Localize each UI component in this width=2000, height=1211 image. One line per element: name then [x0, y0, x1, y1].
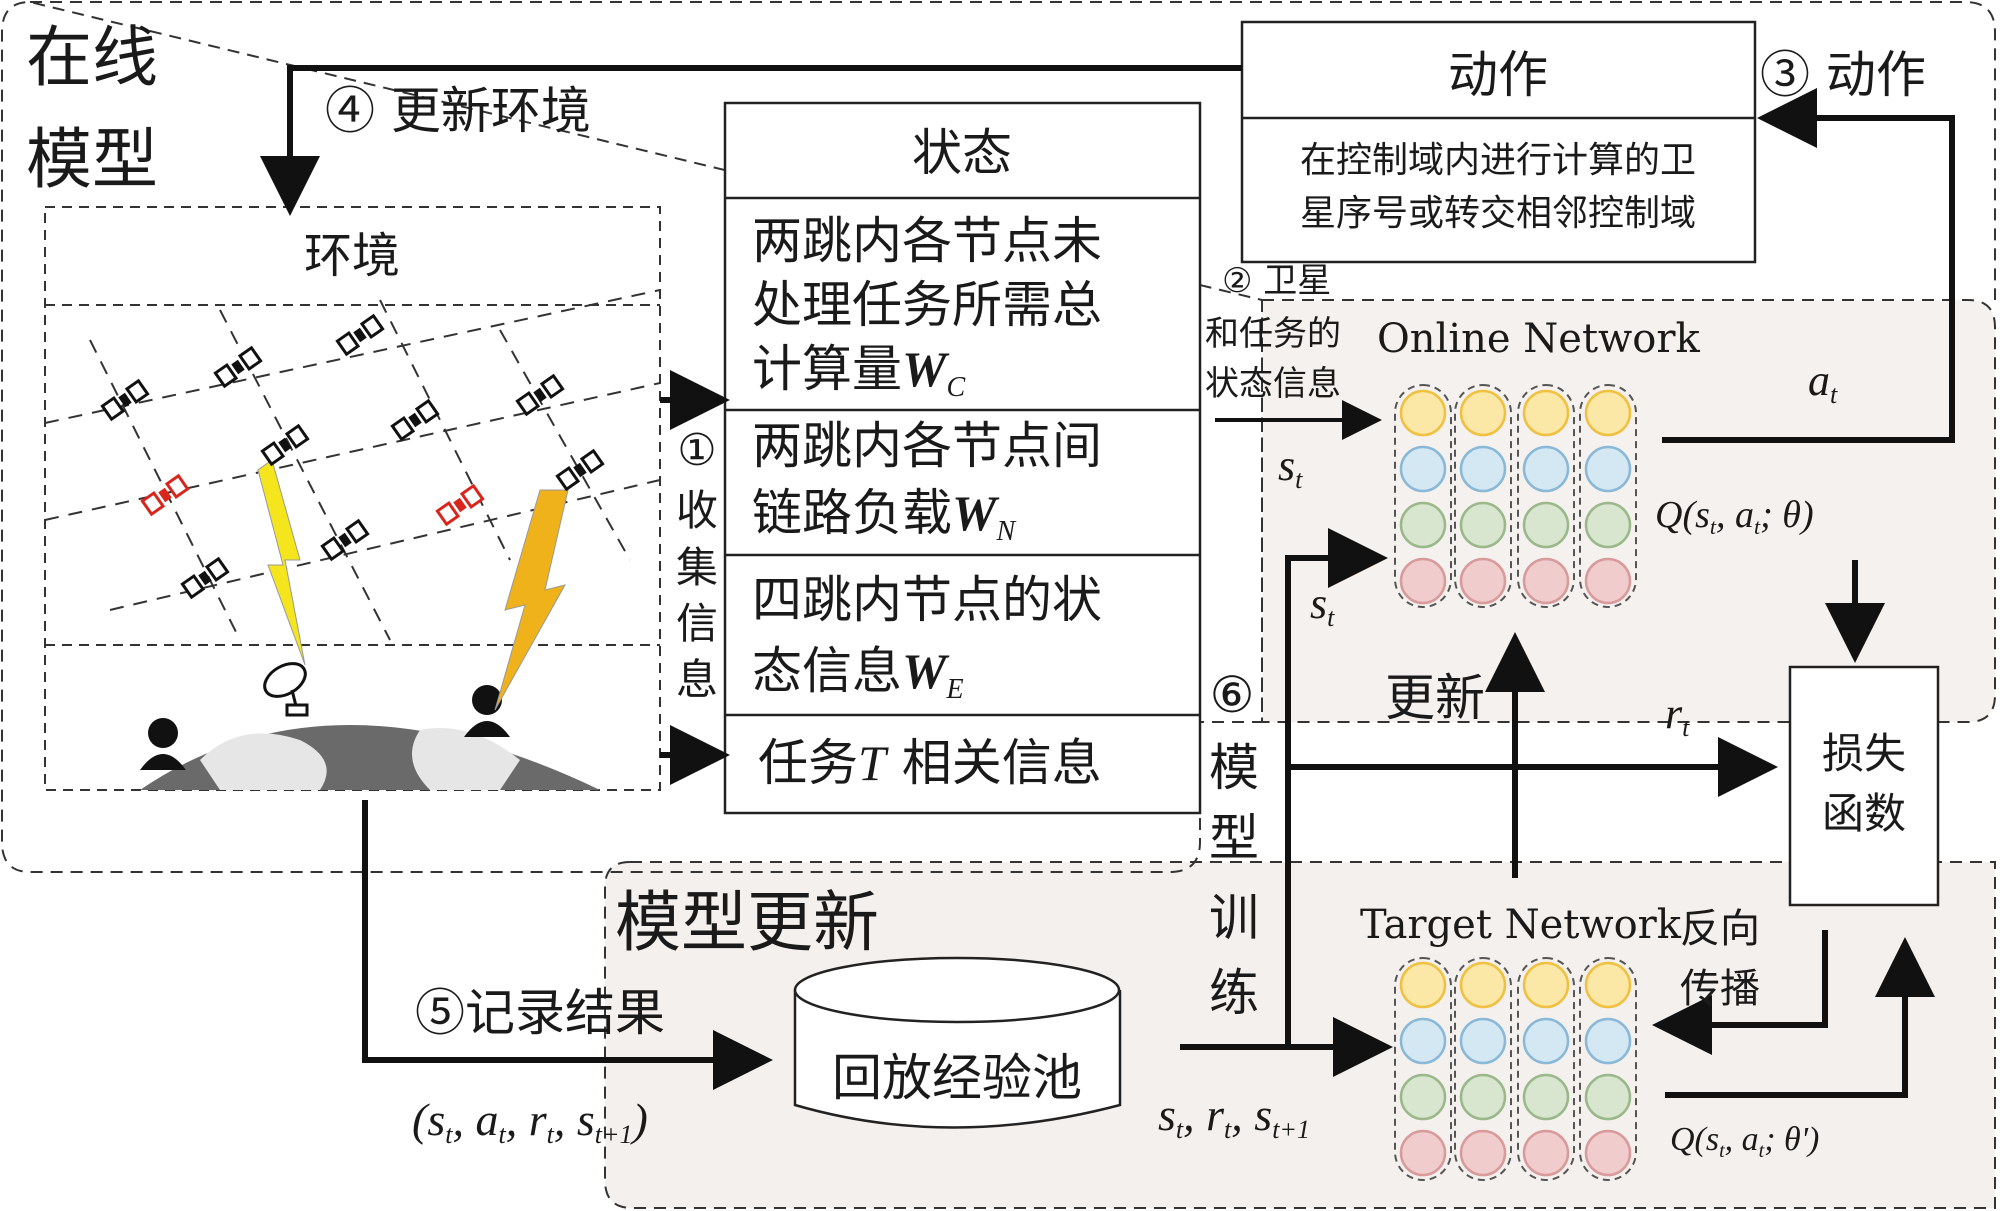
online-network-node — [1401, 559, 1445, 603]
online-network-node — [1586, 559, 1630, 603]
step6-char: 模 — [1209, 739, 1259, 797]
step1-number: ① — [677, 425, 716, 476]
online-model-title-2: 模型 — [26, 121, 158, 198]
online-network-label: Online Network — [1377, 316, 1700, 362]
action-title: 动作 — [1448, 46, 1548, 104]
target-network-node — [1401, 963, 1445, 1007]
online-model-title: 在线 — [26, 19, 158, 96]
step2-label: ② 卫星 — [1222, 261, 1331, 301]
q-online-label: Q(st, at; θ) — [1655, 494, 1814, 539]
online-network-node — [1461, 559, 1505, 603]
state-title: 状态 — [912, 124, 1012, 182]
replay-buffer-label: 回放经验池 — [832, 1049, 1082, 1107]
environment-box — [45, 207, 660, 790]
step5-label: ⑤记录结果 — [415, 984, 665, 1042]
step1-char: 集 — [676, 543, 718, 592]
target-network-node — [1524, 1019, 1568, 1063]
target-network-node — [1461, 1131, 1505, 1175]
online-network-node — [1586, 447, 1630, 491]
step2-line3: 状态信息 — [1205, 364, 1341, 404]
state-row1-line2: 处理任务所需总 — [752, 276, 1102, 334]
step4-label: ④ 更新环境 — [325, 82, 591, 140]
state-row3-line1: 四跳内节点的状 — [752, 571, 1102, 629]
step6-number: ⑥ — [1210, 666, 1255, 724]
online-network-node — [1401, 503, 1445, 547]
target-network-node — [1461, 1019, 1505, 1063]
target-network-label: Target Network — [1360, 902, 1682, 948]
online-network-node — [1524, 559, 1568, 603]
target-network-node — [1401, 1075, 1445, 1119]
target-network-node — [1461, 1075, 1505, 1119]
step2-line2: 和任务的 — [1205, 314, 1341, 354]
backprop-line1: 反向 — [1680, 906, 1760, 952]
backprop-line2: 传播 — [1680, 966, 1760, 1012]
environment-title: 环境 — [304, 228, 400, 284]
model-update-title: 模型更新 — [615, 884, 879, 961]
state-row4: 任务T 相关信息 — [758, 734, 1102, 792]
online-network-node — [1586, 503, 1630, 547]
online-network-node — [1586, 391, 1630, 435]
state-row3-line2: 态信息WE — [752, 642, 964, 705]
loss-line1: 损失 — [1822, 729, 1906, 778]
action-desc-line2: 星序号或转交相邻控制域 — [1300, 193, 1696, 234]
target-network-node — [1586, 1019, 1630, 1063]
state-row1-line1: 两跳内各节点未 — [752, 212, 1102, 270]
target-network-node — [1586, 1075, 1630, 1119]
target-network-node — [1524, 963, 1568, 1007]
online-network-node — [1524, 391, 1568, 435]
online-network-node — [1524, 447, 1568, 491]
target-network-node — [1401, 1131, 1445, 1175]
online-network-node — [1461, 391, 1505, 435]
target-network-node — [1461, 963, 1505, 1007]
state-row1-line3: 计算量WC — [752, 340, 965, 403]
target-network-node — [1586, 963, 1630, 1007]
online-network-node — [1401, 447, 1445, 491]
state-row2-line2: 链路负载WN — [752, 484, 1016, 547]
target-network-node — [1401, 1019, 1445, 1063]
online-network-region — [1262, 300, 1995, 722]
q-target-label: Q(st, at; θ') — [1670, 1121, 1819, 1162]
online-network-node — [1461, 447, 1505, 491]
loss-function-box — [1790, 667, 1938, 905]
step3-label: ③ 动作 — [1760, 46, 1926, 104]
target-network-node — [1586, 1131, 1630, 1175]
step1-char: 息 — [676, 655, 718, 704]
target-network-node — [1524, 1131, 1568, 1175]
step1-char: 信 — [676, 599, 718, 648]
step6-char: 训 — [1209, 889, 1259, 947]
step6-char: 型 — [1209, 809, 1259, 867]
step1-char: 收 — [676, 486, 718, 535]
online-network-node — [1461, 503, 1505, 547]
update-label: 更新 — [1385, 669, 1485, 727]
step6-char: 练 — [1209, 964, 1259, 1022]
loss-line2: 函数 — [1822, 789, 1906, 838]
target-network-node — [1524, 1075, 1568, 1119]
action-desc-line1: 在控制域内进行计算的卫 — [1300, 140, 1696, 181]
online-network-node — [1401, 391, 1445, 435]
online-network-node — [1524, 503, 1568, 547]
state-row2-line1: 两跳内各节点间 — [752, 417, 1102, 475]
